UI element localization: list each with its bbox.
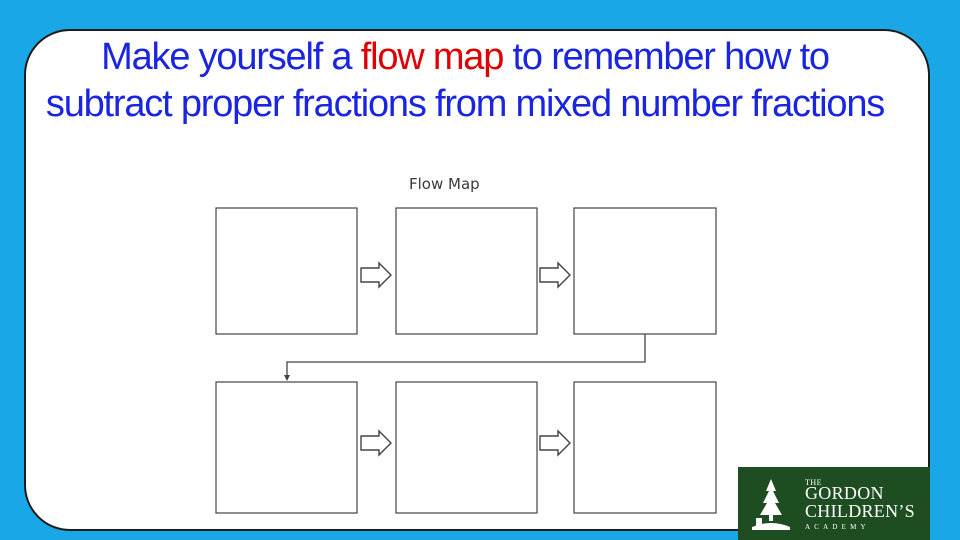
flow-connector-arrowhead [284, 375, 290, 381]
flow-arrow-4 [539, 429, 571, 457]
flow-arrow-3 [360, 429, 392, 457]
title-highlight: flow map [360, 36, 505, 78]
flow-box-5 [395, 381, 538, 514]
logo-line-the: THE [805, 478, 823, 487]
flow-box-3 [573, 207, 717, 335]
tree-emblem-icon [752, 479, 790, 530]
flow-box-1 [215, 207, 358, 335]
slide-title: Make yourself a flow map to remember how… [40, 34, 890, 128]
title-part-1: Make yourself a [101, 36, 361, 78]
flow-box-6 [573, 381, 717, 514]
logo-line-childrens: CHILDREN’S [805, 501, 915, 521]
logo-line-academy: ACADEMY [805, 523, 870, 531]
academy-logo: THE GORDON CHILDREN’S ACADEMY [738, 467, 930, 540]
title-part-2: to remember how to subtract proper fract… [45, 36, 885, 125]
flow-box-4 [215, 381, 358, 514]
flow-arrow-2 [539, 261, 571, 289]
flow-connector [286, 334, 646, 377]
flow-box-2 [395, 207, 538, 335]
logo-line-gordon: GORDON [805, 483, 884, 503]
flow-map-label: Flow Map [409, 175, 480, 193]
flow-arrow-1 [360, 261, 392, 289]
